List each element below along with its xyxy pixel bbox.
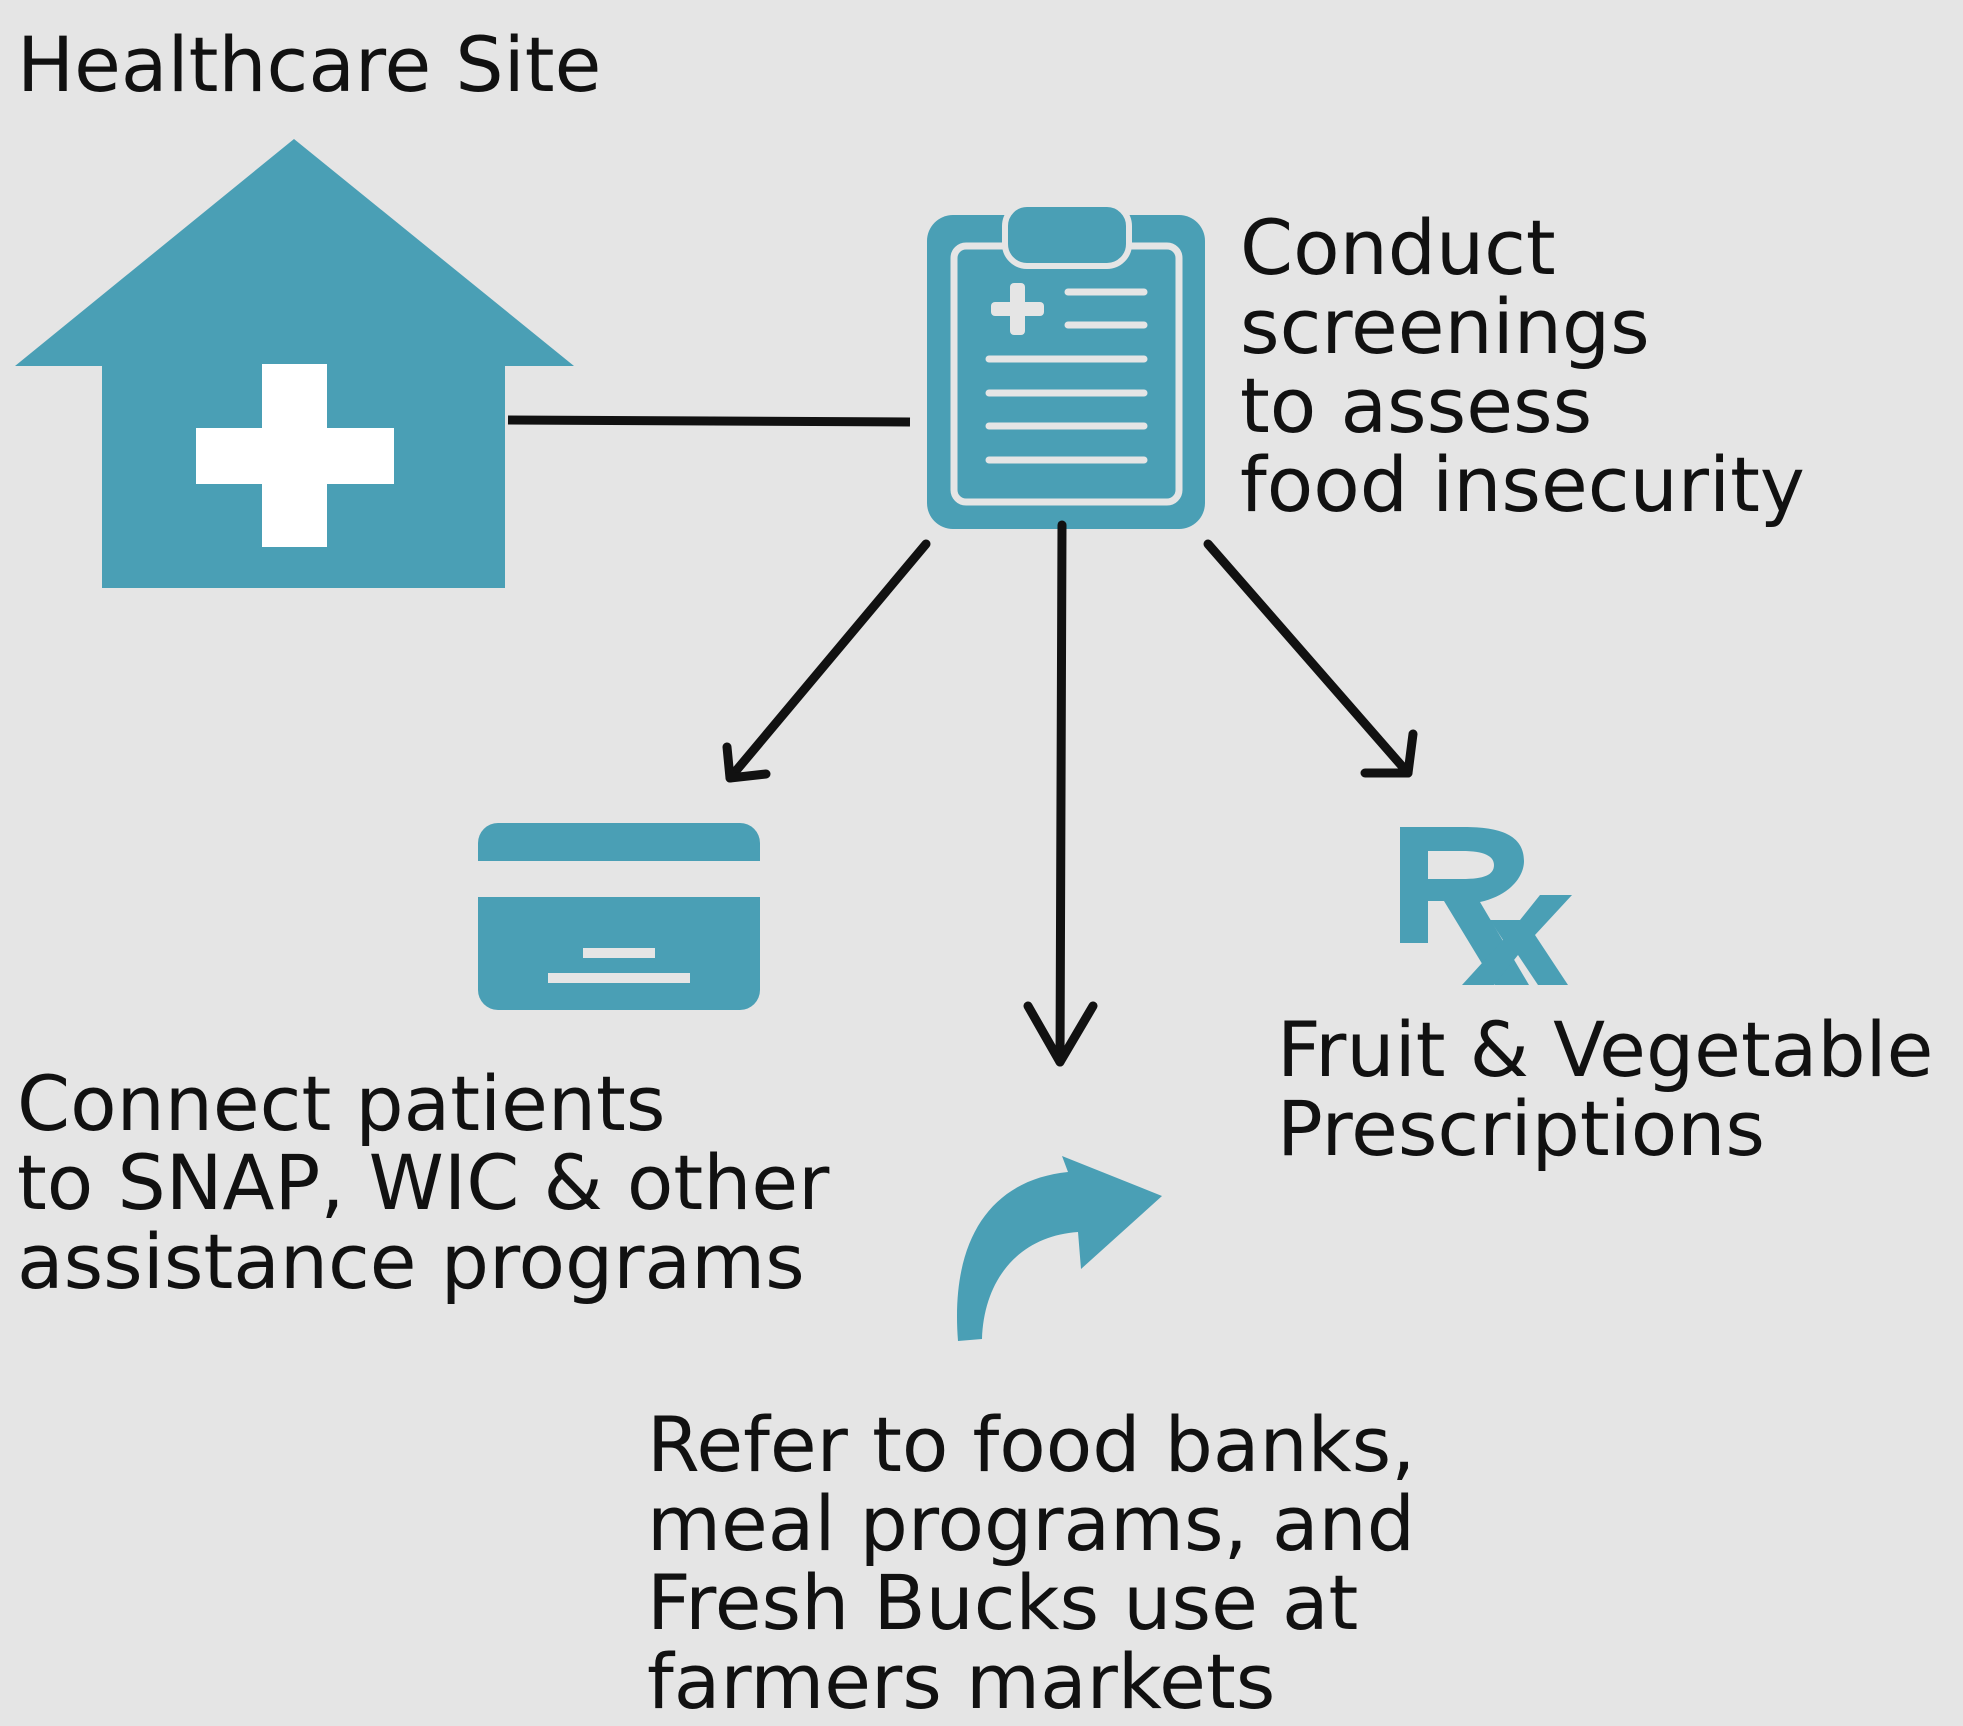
assistance-label: Connect patients to SNAP, WIC & other as… — [17, 1059, 830, 1306]
referral-label: Refer to food banks, meal programs, and … — [647, 1400, 1416, 1726]
prescription-label: Fruit & Vegetable Prescriptions — [1277, 1005, 1934, 1173]
arrow-to-assistance — [722, 539, 931, 783]
card-icon — [478, 823, 760, 1010]
house-icon — [15, 139, 574, 588]
connector-line — [507, 415, 911, 427]
page-title: Healthcare Site — [17, 20, 602, 109]
curved-arrow-icon — [956, 1156, 1162, 1341]
rx-icon — [1400, 827, 1572, 985]
arrow-to-referral — [1023, 520, 1098, 1067]
arrow-to-prescription — [1203, 539, 1418, 778]
screening-label: Conduct screenings to assess food insecu… — [1240, 203, 1805, 529]
clipboard-icon — [927, 201, 1205, 529]
